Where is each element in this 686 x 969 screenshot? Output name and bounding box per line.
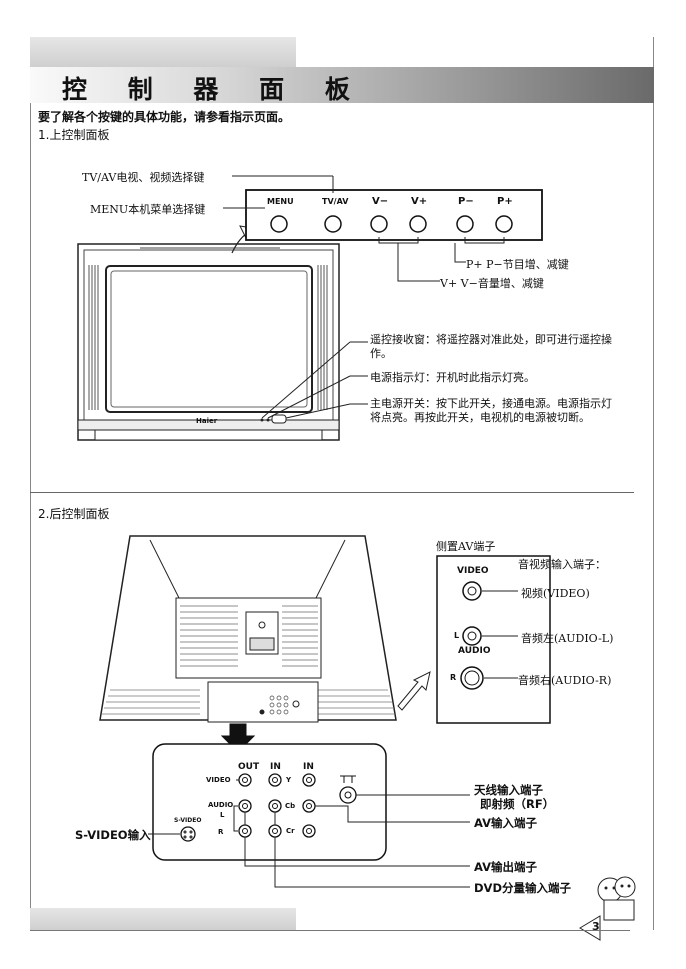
section-divider [30,492,634,493]
rear-svideo-small: S-VIDEO [174,817,202,824]
btn-label-vminus: V− [372,196,389,207]
rear-y-label: Y [286,776,292,784]
v-callout: V+ V−音量增、减键 [440,277,544,290]
rear-tv-drawing [99,535,397,753]
intro-text: 要了解各个按键的具体功能，请参看指示页面。 [38,110,291,124]
rear-cb-label: Cb [285,802,296,810]
side-av-subheading: 音视频输入端子： [518,558,606,571]
rear-in1-label: IN [270,762,281,772]
section-rear-heading: 2.后控制面板 [38,507,110,521]
page-frame [30,37,654,930]
page-title: 控 制 器 面 板 [62,75,366,104]
btn-label-vplus: V+ [411,196,428,207]
side-audio-text: AUDIO [458,646,491,656]
side-video-label: 视频(VIDEO) [521,587,590,600]
section-front-heading: 1.上控制面板 [38,128,110,142]
side-audio-r-label: 音频右(AUDIO-R) [518,674,612,687]
mascot-icon [579,876,636,941]
front-tv-drawing [77,225,340,441]
side-av-panel [397,555,551,724]
side-av-heading: 侧置AV端子 [436,540,496,553]
bottom-decor-bar [30,908,296,930]
rear-r-label: R [218,828,224,836]
btn-label-pminus: P− [458,196,474,207]
rear-out-label: OUT [238,762,260,772]
side-l-text: L [454,631,460,640]
bottom-rule [30,930,630,931]
rf-callout: 即射频（RF） [480,797,555,811]
btn-label-menu: MENU [267,197,294,206]
top-decor-bar [30,37,296,67]
rear-connector-panel [152,743,387,861]
rear-video-label: VIDEO [206,776,231,784]
side-video-text: VIDEO [457,566,489,576]
control-strip [245,189,543,241]
svideo-callout: S-VIDEO输入 [75,828,151,842]
dvd-callout: DVD分量输入端子 [474,881,571,895]
side-r-text: R [450,673,457,682]
btn-label-tvav: TV/AV [322,197,349,206]
receiver-callout: 遥控接收窗：将遥控器对准此处，即可进行遥控操作。 [370,333,612,360]
tvav-callout: TV/AV电视、视频选择键 [82,171,205,184]
indicator-callout: 电源指示灯：开机时此指示灯亮。 [370,371,535,384]
brand-logo: Haier [196,417,218,425]
p-callout: P+ P−节目增、减键 [466,258,569,271]
btn-label-pplus: P+ [497,196,513,207]
page-number: 3 [592,920,600,933]
rear-cr-label: Cr [286,827,295,835]
antenna-callout: 天线输入端子 [474,783,543,797]
rear-in2-label: IN [303,762,314,772]
av-in-callout: AV输入端子 [474,816,538,830]
rear-l-label: L [220,811,225,819]
title-bar [30,67,654,103]
av-out-callout: AV输出端子 [474,860,538,874]
rear-audio-label: AUDIO [208,801,234,809]
menu-callout: MENU本机菜单选择键 [90,203,206,216]
power-callout: 主电源开关：按下此开关，接通电源。电源指示灯将点亮。再按此开关，电视机的电源被切… [370,397,612,424]
side-audio-l-label: 音频左(AUDIO-L) [521,632,614,645]
